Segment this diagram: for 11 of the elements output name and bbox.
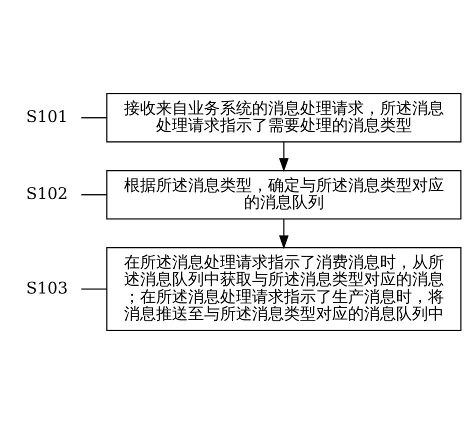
connector xyxy=(81,116,107,118)
connector xyxy=(81,194,107,195)
node-box: 在所述消息处理请求指示了消费消息时，从所述消息队列中获取与所述消息类型对应的消息；在所述消息处理请求指示了生产消息时，将消息推送至与所述消息类型对应的消息队列中 xyxy=(106,246,462,330)
connector xyxy=(81,288,107,290)
node-text: S103 xyxy=(26,278,68,297)
node-text: S101 xyxy=(26,106,68,126)
node-box: 接收来自业务系统的消息处理请求，所述消息处理请求指示了需要处理的消息类型 xyxy=(106,92,462,142)
node-text: S102 xyxy=(26,184,68,203)
arrow xyxy=(279,218,289,249)
arrow xyxy=(279,142,289,172)
node-box: 根据所述消息类型，确定与所述消息类型对应的消息队列 xyxy=(106,170,462,219)
